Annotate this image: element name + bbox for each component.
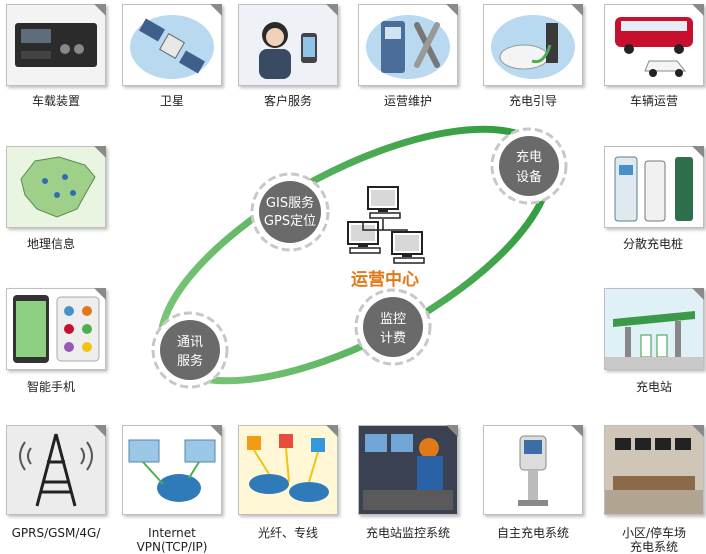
node-monitor-line2: 计费 (380, 331, 406, 346)
internet-icon (123, 426, 221, 514)
node-comm-line2: 服务 (177, 353, 203, 369)
tile-internet-label-1: Internet (148, 526, 196, 540)
tile-community-parking-label-2: 充电系统 (629, 540, 678, 554)
node-comm-line1: 通讯 (177, 335, 203, 350)
vehicle-operation-icon (605, 5, 703, 85)
tile-charging-guide (483, 4, 583, 86)
charging-guide-icon (484, 5, 582, 85)
tile-maintenance-label: 运营维护 (383, 94, 432, 108)
tile-satellite-label: 卫星 (159, 94, 184, 108)
satellite-icon (123, 5, 221, 85)
tile-station-monitor (358, 425, 458, 515)
maintenance-icon (359, 5, 457, 85)
tile-smartphone-label: 智能手机 (26, 380, 75, 394)
tile-gprs-label: GPRS/GSM/4G/ (11, 526, 101, 540)
tile-smartphone (6, 288, 106, 370)
tile-distributed-pile (604, 146, 704, 228)
customer-service-icon (239, 5, 337, 85)
node-monitor: 监控 计费 (354, 288, 432, 366)
tile-self-charging (483, 425, 583, 515)
tile-charging-station-label: 充电站 (635, 380, 672, 394)
tile-customer-service (238, 4, 338, 86)
tile-geo-info-label: 地理信息 (26, 237, 75, 251)
node-gis: GIS服务 GPS定位 (250, 172, 330, 252)
smartphone-icon (7, 289, 105, 369)
node-comm: 通讯 服务 (151, 311, 229, 389)
node-charge-device-line2: 设备 (516, 169, 542, 185)
tile-vehicle-device (6, 4, 106, 86)
tile-satellite (122, 4, 222, 86)
center-label: 运营中心 (351, 269, 419, 290)
tile-charging-station (604, 288, 704, 370)
cell-tower-icon (7, 426, 105, 514)
tile-gprs (6, 425, 106, 515)
china-map-icon (7, 147, 105, 227)
tile-vehicle-operation-label: 车辆运营 (629, 94, 678, 108)
tile-community-parking (604, 425, 704, 515)
tile-station-monitor-label: 充电站监控系统 (365, 526, 450, 540)
parking-room-icon (605, 426, 703, 514)
node-charge-device-line1: 充电 (516, 149, 542, 165)
tile-geo-info (6, 146, 106, 228)
vehicle-device-icon (7, 5, 105, 85)
node-charge-device: 充电 设备 (490, 127, 568, 205)
tile-vehicle-operation (604, 4, 704, 86)
tile-vehicle-device-label: 车载装置 (31, 94, 80, 108)
tile-distributed-pile-label: 分散充电桩 (622, 237, 683, 251)
tile-maintenance (358, 4, 458, 86)
node-monitor-line1: 监控 (380, 312, 406, 327)
node-gis-line1: GIS服务 (266, 195, 314, 211)
tile-self-charging-label: 自主充电系统 (496, 526, 569, 540)
charging-pile-icon (605, 147, 703, 227)
kiosk-icon (484, 426, 582, 514)
control-room-icon (359, 426, 457, 514)
tile-internet (122, 425, 222, 515)
fiber-network-icon (239, 426, 337, 514)
charging-station-icon (605, 289, 703, 369)
tile-fiber-label: 光纤、专线 (257, 526, 318, 540)
tile-community-parking-label-1: 小区/停车场 (621, 526, 687, 540)
tile-internet-label-2: VPN(TCP/IP) (136, 540, 208, 554)
tile-customer-service-label: 客户服务 (263, 94, 312, 108)
tile-charging-guide-label: 充电引导 (508, 94, 557, 108)
computer-cluster-icon (347, 186, 425, 264)
tile-fiber (238, 425, 338, 515)
node-gis-line2: GPS定位 (264, 214, 316, 229)
